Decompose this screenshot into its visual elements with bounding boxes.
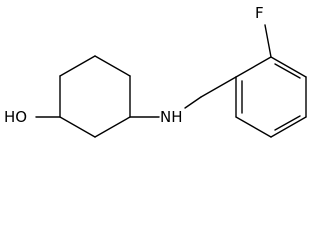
bond-c3-c4 [94, 55, 131, 77]
aryl-bond-3 [270, 116, 307, 138]
benzene-ring [235, 56, 307, 138]
fluorine-label: F [255, 4, 264, 22]
aryl-double-bond-inner-3 [274, 63, 301, 79]
aryl-bond-2 [235, 116, 272, 138]
amine-label: NH [160, 108, 183, 126]
bond-c6-c1 [59, 116, 96, 138]
cyclohexane-ring [59, 55, 131, 138]
bond-c5-c6 [94, 116, 131, 138]
bond-nh-ch2 [184, 96, 202, 109]
aryl-bond-6 [235, 56, 272, 78]
bond-c2-c3 [59, 55, 96, 77]
aryl-double-bond-inner-2 [274, 115, 301, 131]
structural-formula: HO NH F [4, 4, 307, 138]
hydroxyl-label: HO [4, 108, 27, 126]
bond-c-f [264, 24, 272, 58]
bond-ch2-aryl [200, 76, 237, 98]
aryl-bond-5 [270, 56, 307, 78]
